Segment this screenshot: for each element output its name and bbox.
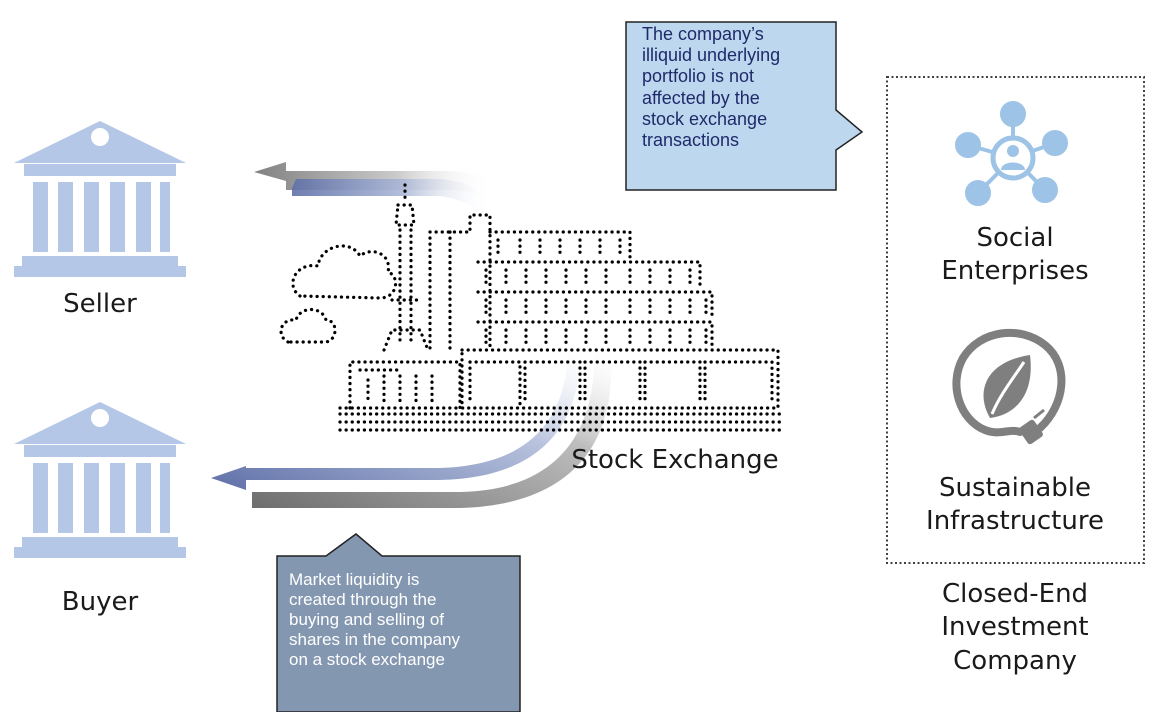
buyer-label: Buyer	[61, 587, 139, 617]
portfolio-callout-text: The company’s illiquid underlying portfo…	[642, 24, 781, 151]
liquidity-callout-shape	[276, 533, 521, 712]
seller-bank-icon	[14, 121, 186, 277]
sustainable-infrastructure-line2: Infrastructure	[926, 506, 1104, 537]
sustainable-infrastructure-label: Sustainable Infrastructure	[900, 472, 1130, 539]
social-network-icon	[955, 101, 1068, 206]
investment-company-label: Closed-End Investment Company	[880, 578, 1150, 678]
investment-company-line2: Investment Company	[941, 612, 1089, 676]
investment-company-box	[886, 76, 1145, 564]
portfolio-callout-shape	[625, 21, 864, 191]
buy-flow-arrow	[211, 338, 612, 508]
stock-exchange-label: Stock Exchange	[571, 445, 779, 475]
sustainable-infrastructure-line1: Sustainable	[938, 473, 1091, 503]
sell-flow-arrow	[254, 162, 493, 230]
leaf-plug-icon	[952, 329, 1066, 445]
social-enterprises-line2: Enterprises	[941, 256, 1089, 287]
seller-label: Seller	[63, 289, 137, 319]
investment-company-line1: Closed-End	[941, 579, 1089, 609]
stock-exchange-building-icon	[279, 183, 782, 432]
social-enterprises-label: Social Enterprises	[900, 222, 1130, 289]
social-enterprises-line1: Social	[976, 223, 1054, 253]
liquidity-callout-text: Market liquidity is created through the …	[289, 570, 461, 670]
buyer-bank-icon	[14, 402, 186, 558]
